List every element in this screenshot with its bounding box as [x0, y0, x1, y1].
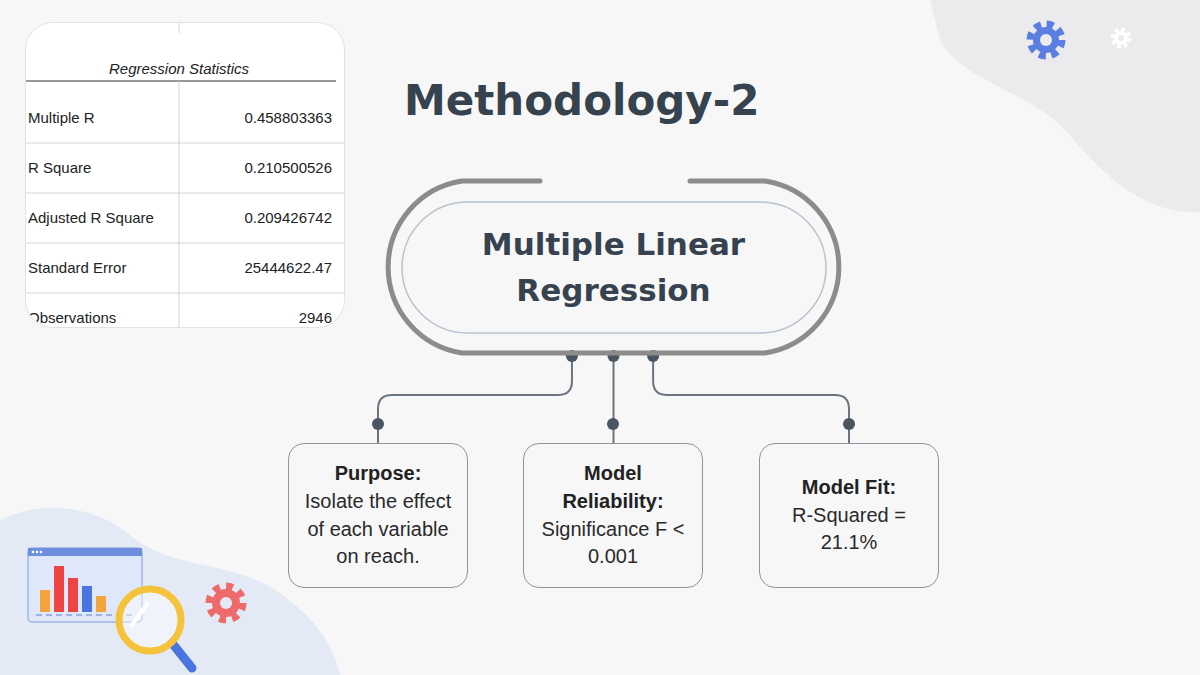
- box-body: R-Squared = 21.1%: [768, 502, 930, 557]
- connector: [372, 350, 578, 443]
- box-heading: Purpose:: [335, 460, 422, 488]
- table-label: Multiple R: [28, 109, 95, 126]
- table-value: 0.209426742: [244, 209, 332, 226]
- info-box: Purpose:Isolate the effect of each varia…: [288, 443, 468, 588]
- table-value: 2946: [299, 309, 332, 326]
- box-body: Isolate the effect of each variable on r…: [297, 488, 459, 571]
- outer-outline: [388, 181, 839, 353]
- pill-text: Multiple Linear Regression: [424, 221, 804, 314]
- connector-dot: [607, 418, 619, 430]
- magnifier-icon: [119, 589, 192, 668]
- info-box: Model Fit:R-Squared = 21.1%: [759, 443, 939, 588]
- method-pill: Multiple Linear Regression: [372, 178, 855, 356]
- regression-table: Regression StatisticsMultiple R 0.4588033…: [25, 22, 345, 328]
- table-value: 0.458803363: [244, 109, 332, 126]
- gear-white: [1113, 30, 1129, 46]
- slide-title: Methodology-2: [404, 76, 759, 125]
- connector-dot: [372, 418, 384, 430]
- table-value: 25444622.47: [244, 259, 332, 276]
- inner-pill: [402, 202, 826, 333]
- connector: [607, 350, 620, 443]
- table-label: Standard Error: [28, 259, 126, 276]
- table-label: Observations: [28, 309, 116, 326]
- table-header: Regression Statistics: [26, 60, 332, 77]
- gear-red: [210, 587, 242, 619]
- table-label: Adjusted R Square: [28, 209, 154, 226]
- connector-line: [378, 355, 572, 443]
- pill-outline: [372, 178, 855, 356]
- connector-line: [653, 355, 849, 443]
- connector: [647, 350, 855, 443]
- corner-blob: [930, 0, 1200, 212]
- info-box: Model Reliability:Significance F < 0.001: [523, 443, 703, 588]
- table-value: 0.210500526: [244, 159, 332, 176]
- table-label: R Square: [28, 159, 91, 176]
- gear-blue: [1031, 25, 1061, 55]
- box-heading: Model Reliability:: [532, 460, 694, 515]
- connector-dot: [843, 418, 855, 430]
- box-body: Significance F < 0.001: [532, 516, 694, 571]
- box-heading: Model Fit:: [802, 474, 896, 502]
